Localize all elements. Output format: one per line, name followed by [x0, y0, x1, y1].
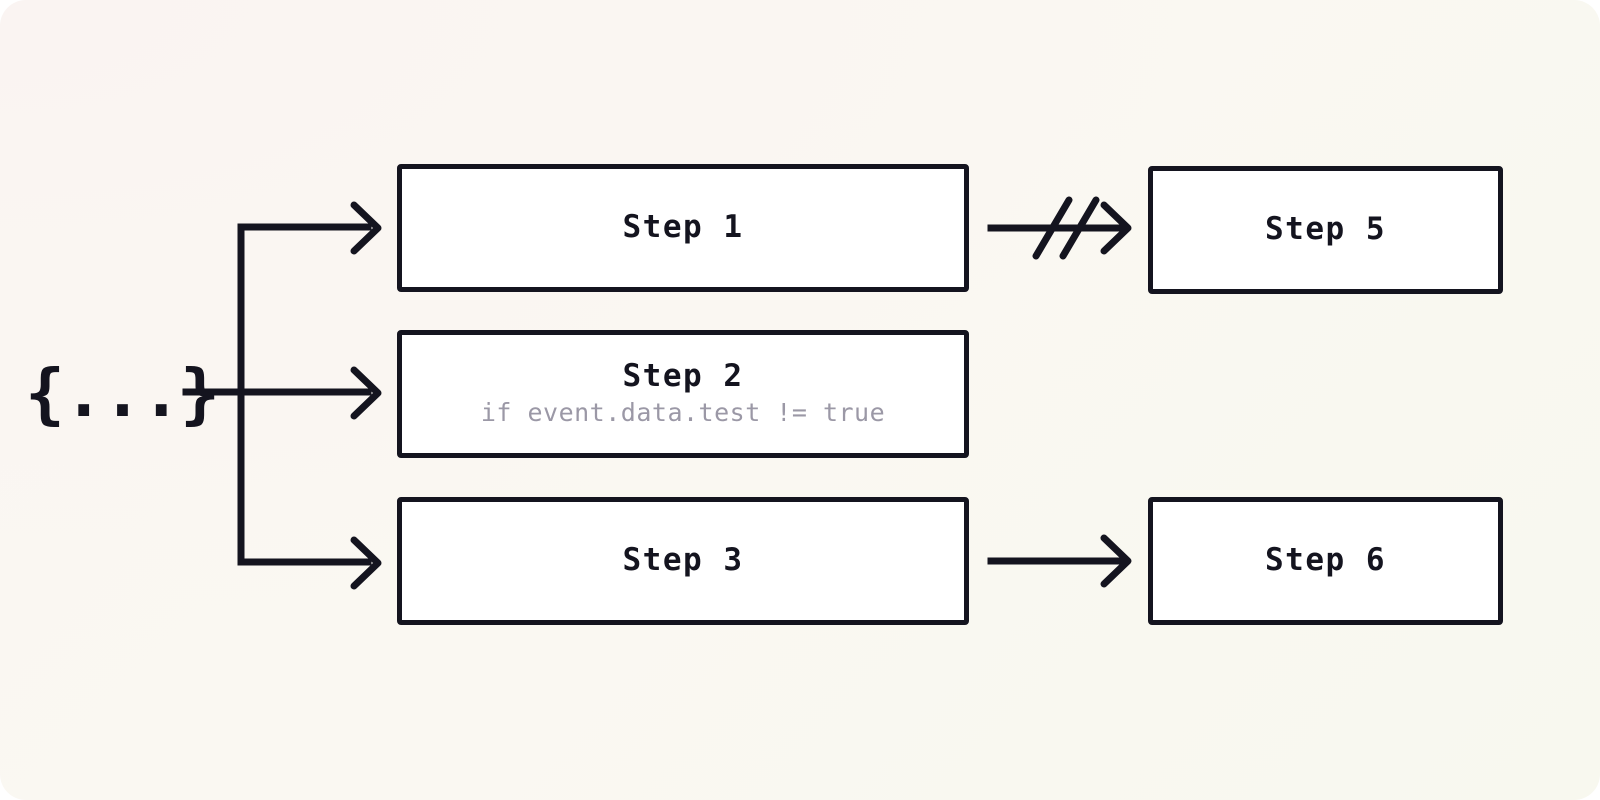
step-title: Step 6 — [1265, 542, 1386, 579]
step-box-step-1[interactable]: Step 1 — [397, 164, 969, 292]
step-condition-label: if event.data.test != true — [480, 397, 886, 427]
arrowhead-to-step-5 — [1100, 201, 1132, 255]
arrowhead-to-step-2 — [350, 366, 382, 420]
cancel-slash-first-icon — [1032, 196, 1073, 260]
cancel-slash-second-icon — [1059, 196, 1100, 260]
step-box-step-6[interactable]: Step 6 — [1148, 497, 1503, 625]
arrowhead-to-step-6 — [1100, 534, 1132, 588]
arrowhead-to-step-1 — [350, 201, 382, 255]
step-box-step-3[interactable]: Step 3 — [397, 497, 969, 625]
step-box-step-5[interactable]: Step 5 — [1148, 166, 1503, 294]
step-box-step-2[interactable]: Step 2 if event.data.test != true — [397, 330, 969, 458]
event-payload-glyph: {...} — [25, 354, 220, 432]
step-title: Step 2 — [622, 357, 744, 394]
step-title: Step 3 — [622, 542, 744, 579]
step-title: Step 1 — [622, 209, 744, 246]
step-title: Step 5 — [1265, 211, 1386, 248]
arrowhead-to-step-3 — [350, 536, 382, 590]
